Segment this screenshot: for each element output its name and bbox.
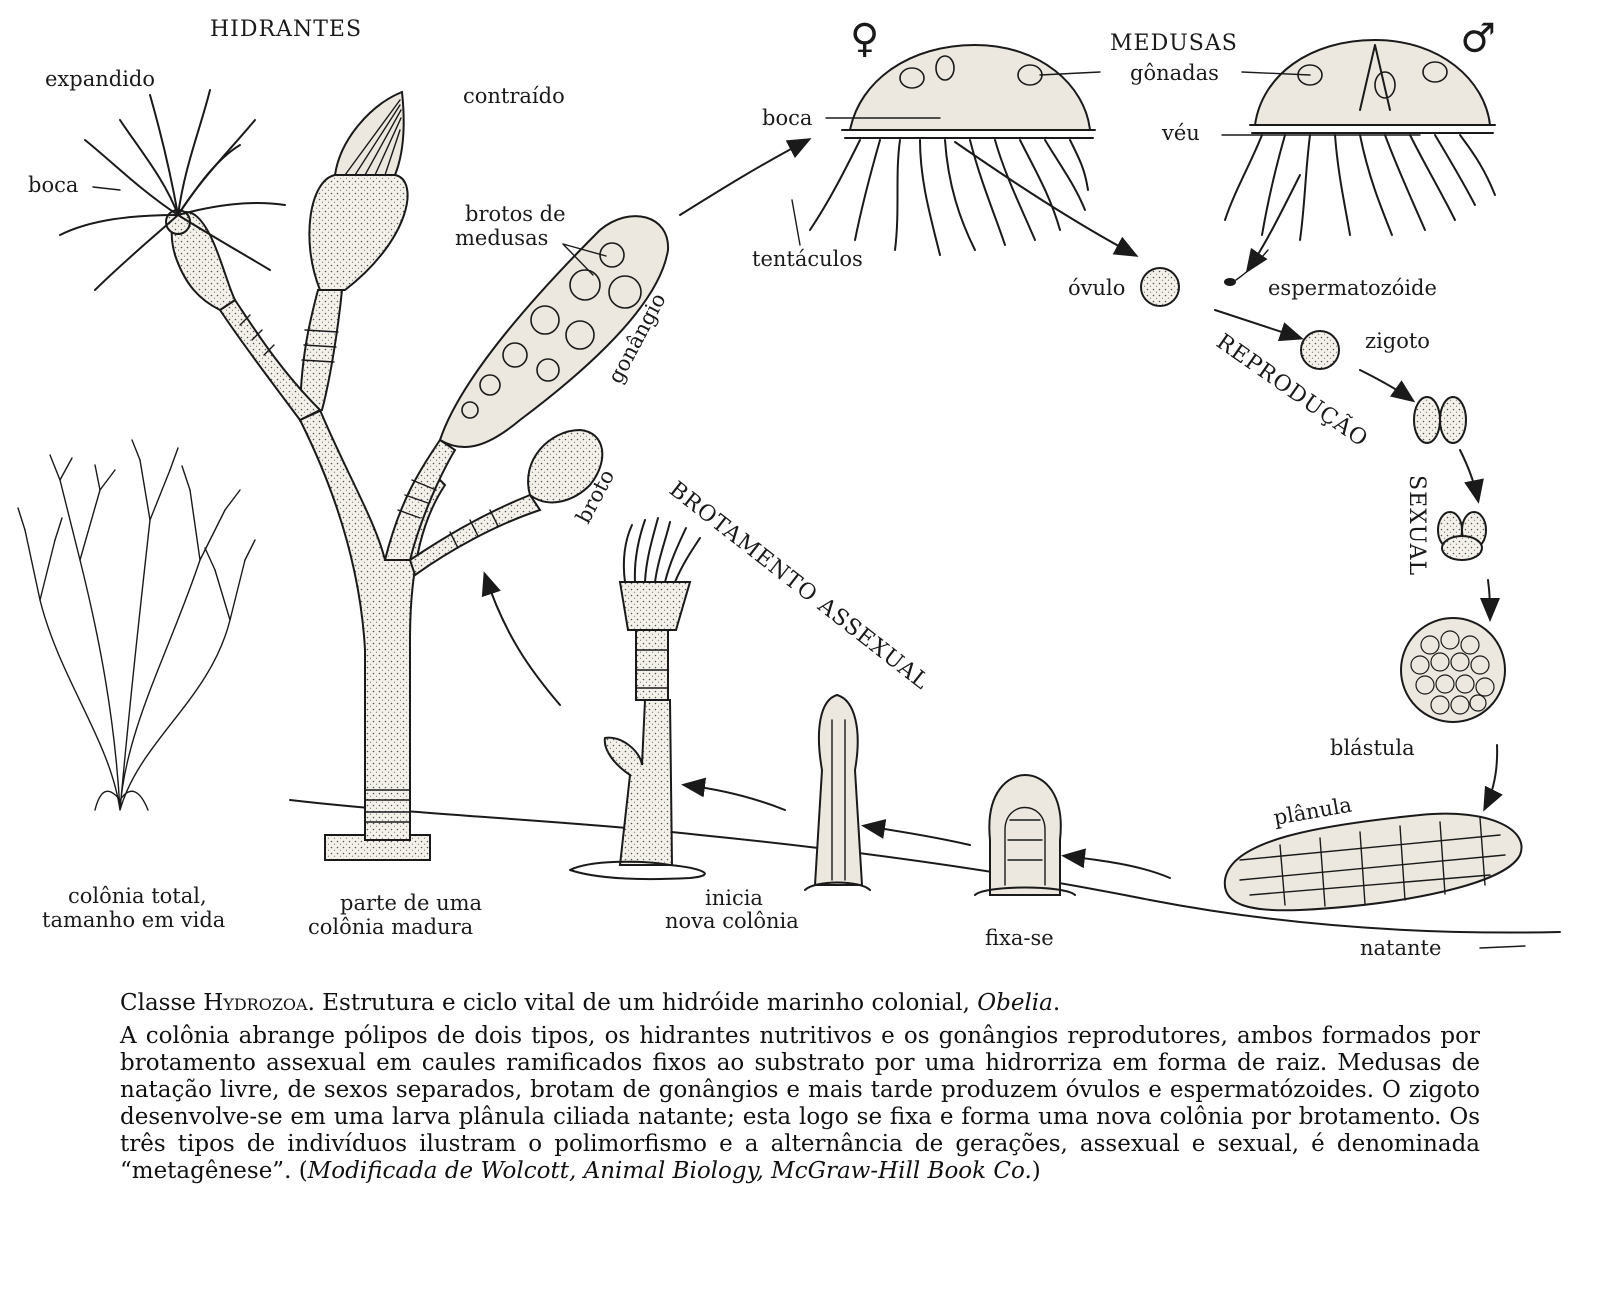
label-boca-medusa: boca — [762, 106, 812, 130]
label-fixa-se: fixa-se — [985, 926, 1054, 950]
label-tamanho-em-vida: tamanho em vida — [42, 908, 225, 932]
label-ovulo: óvulo — [1068, 276, 1125, 300]
label-contraido: contraído — [463, 84, 565, 108]
label-veu: véu — [1161, 121, 1200, 145]
label-hidrantes: HIDRANTES — [210, 17, 362, 42]
male-symbol: ♂ — [1460, 16, 1496, 62]
caption-credit: Modificada de Wolcott, Animal Biology, M… — [307, 1158, 1032, 1184]
label-blastula: blástula — [1330, 736, 1415, 760]
label-medusas: MEDUSAS — [1110, 31, 1238, 56]
label-medusas-buds: medusas — [455, 226, 548, 250]
female-medusa-illustration — [809, 43, 1096, 256]
four-cell-stage-illustration — [1437, 511, 1487, 561]
zygote-illustration — [1300, 330, 1340, 370]
label-colonia-madura: colônia madura — [308, 915, 473, 939]
label-boca-hydrant: boca — [28, 173, 78, 197]
mature-colony-fragment — [59, 89, 670, 861]
label-zigoto: zigoto — [1365, 329, 1430, 353]
ovum-illustration — [1140, 267, 1180, 307]
whole-colony-illustration — [17, 439, 256, 811]
sperm-illustration — [1224, 249, 1269, 286]
label-expandido: expandido — [45, 67, 155, 91]
label-brotos-de: brotos de — [465, 202, 566, 226]
planula-illustration — [1223, 812, 1523, 912]
label-pointer-lines — [92, 71, 1526, 949]
substrate-line — [289, 799, 1561, 934]
label-reproducao: REPRODUÇÃO — [1212, 327, 1375, 453]
label-sexual: SEXUAL — [1404, 475, 1429, 576]
label-brotamento-assexual: BROTAMENTO ASSEXUAL — [664, 477, 933, 695]
label-natante: natante — [1360, 936, 1441, 960]
caption-body: A colônia abrange pólipos de dois tipos,… — [120, 1023, 1480, 1184]
label-parte-de-uma: parte de uma — [340, 891, 482, 915]
female-symbol: ♀ — [850, 16, 879, 62]
label-colonia-total: colônia total, — [68, 884, 207, 908]
cycle-arrows — [481, 138, 1503, 879]
label-inicia: inicia — [705, 886, 763, 910]
label-espermatozoide: espermatozóide — [1268, 276, 1437, 300]
male-medusa-illustration — [1224, 38, 1496, 241]
caption-title: Classe Hydrozoa. Estrutura e ciclo vital… — [120, 990, 1061, 1016]
two-cell-stage-illustration — [1413, 396, 1467, 444]
new-colony-polyp-illustration — [569, 517, 706, 881]
young-polyp-illustration — [804, 693, 871, 891]
label-tentaculos: tentáculos — [752, 247, 863, 271]
label-gonadas: gônadas — [1130, 61, 1219, 85]
blastula-illustration — [1400, 617, 1506, 723]
figure-caption: Classe Hydrozoa. Estrutura e ciclo vital… — [120, 990, 1480, 1185]
label-nova-colonia: nova colônia — [665, 909, 799, 933]
settled-planula-illustration — [974, 773, 1076, 896]
